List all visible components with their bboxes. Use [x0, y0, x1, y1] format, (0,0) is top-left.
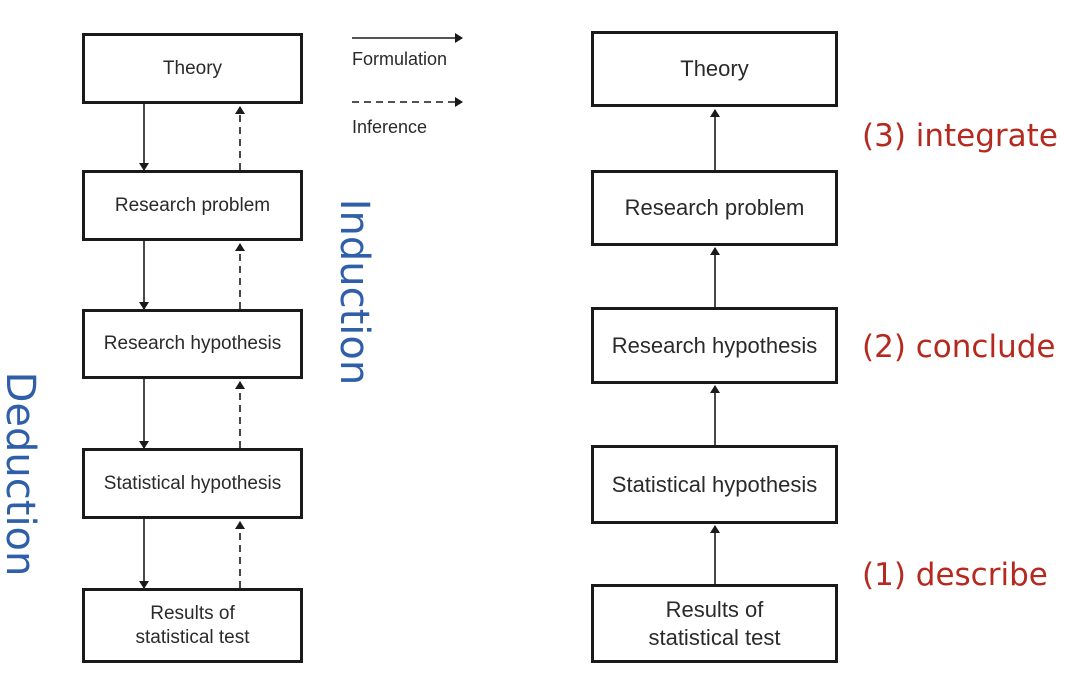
box-label: Results of statistical test	[135, 602, 250, 648]
legend-inference: Inference	[352, 117, 428, 137]
box-label: Research hypothesis	[103, 333, 282, 355]
box-label: Theory	[162, 57, 223, 79]
box-label: Results of statistical test	[648, 597, 781, 650]
left-box-research-problem: Research problem	[82, 170, 303, 241]
left-box-results: Results of statistical test	[82, 588, 303, 663]
step-integrate-label: (3) integrate	[862, 118, 1058, 154]
box-label: Research problem	[114, 194, 271, 216]
left-box-theory: Theory	[82, 33, 303, 104]
right-box-research-hypothesis: Research hypothesis	[591, 307, 838, 384]
box-label: Research hypothesis	[611, 332, 818, 358]
legend-formulation: Formulation	[352, 49, 448, 69]
step-conclude-label: (2) conclude	[862, 329, 1056, 365]
right-box-results: Results of statistical test	[591, 584, 838, 663]
box-label: Statistical hypothesis	[103, 472, 282, 494]
box-label: Statistical hypothesis	[611, 471, 818, 497]
right-box-statistical-hypothesis: Statistical hypothesis	[591, 445, 838, 524]
right-box-theory: Theory	[591, 31, 838, 107]
legend-arrows	[352, 33, 463, 107]
left-box-research-hypothesis: Research hypothesis	[82, 309, 303, 379]
box-label: Research problem	[624, 195, 805, 221]
left-box-statistical-hypothesis: Statistical hypothesis	[82, 448, 303, 519]
box-label: Theory	[680, 56, 749, 82]
right-box-research-problem: Research problem	[591, 170, 838, 246]
deduction-label: Deduction	[0, 371, 43, 577]
step-describe-label: (1) describe	[862, 557, 1048, 593]
induction-label: Induction	[331, 198, 377, 386]
